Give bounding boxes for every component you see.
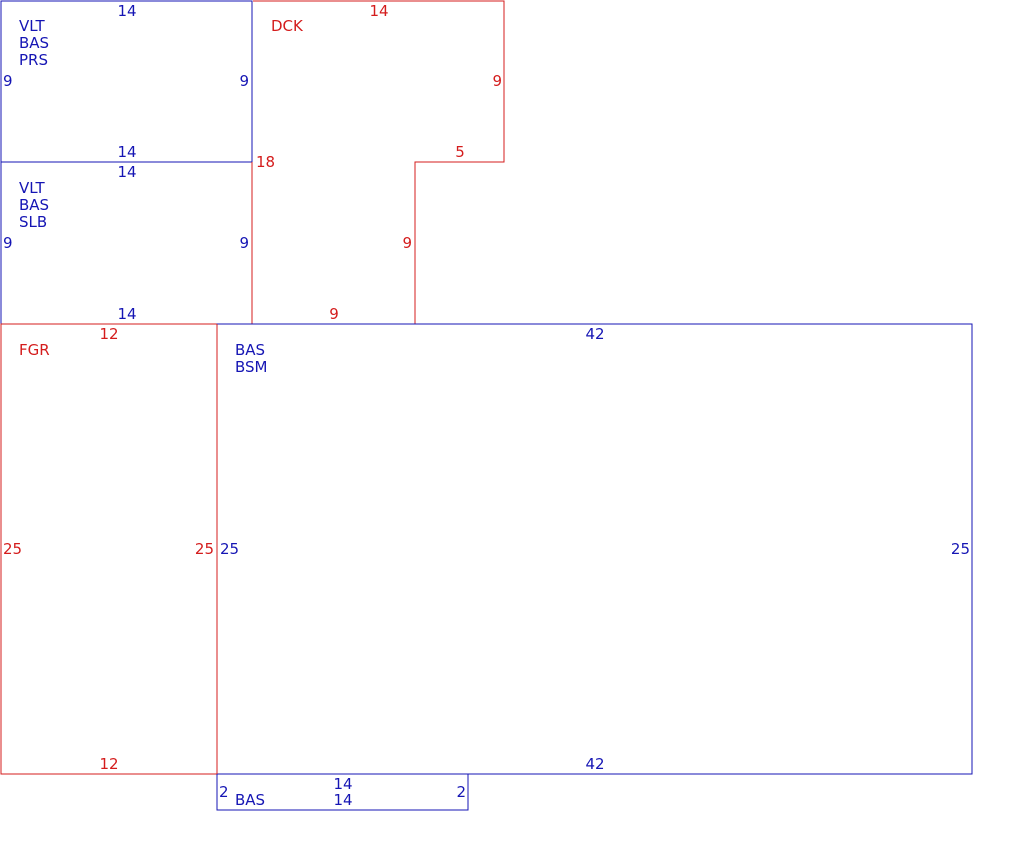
dimension-right: 2 bbox=[456, 783, 466, 801]
area-label: BAS bbox=[235, 341, 265, 359]
area-dck: DCK 14 9 5 9 9 18 bbox=[253, 0, 505, 325]
area-vlt-bas-slb: VLT BAS SLB 14 14 9 9 bbox=[0, 161, 253, 325]
dimension-right: 9 bbox=[239, 234, 249, 252]
dimension-right: 25 bbox=[195, 540, 214, 558]
dimension-bottom: 14 bbox=[117, 143, 136, 161]
area-fgr-outline bbox=[0, 323, 218, 775]
dimension-bottom: 9 bbox=[329, 305, 339, 323]
area-fgr: FGR 12 12 25 25 bbox=[0, 323, 218, 775]
dimension-top: 14 bbox=[117, 163, 136, 181]
dimension-left: 25 bbox=[3, 540, 22, 558]
area-label: BAS bbox=[235, 791, 265, 809]
dimension-top: 14 bbox=[369, 2, 388, 20]
area-label: VLT bbox=[19, 17, 46, 35]
area-label: SLB bbox=[19, 213, 47, 231]
dimension-bottom: 14 bbox=[333, 791, 352, 809]
area-label: BSM bbox=[235, 358, 268, 376]
dimension-bottom: 14 bbox=[117, 305, 136, 323]
area-label: BAS bbox=[19, 34, 49, 52]
area-label: DCK bbox=[271, 17, 304, 35]
dimension-right: 9 bbox=[492, 72, 502, 90]
dimension-bottom: 42 bbox=[585, 755, 604, 773]
area-bas-small-outline bbox=[216, 773, 469, 811]
dimension-left: 9 bbox=[3, 72, 13, 90]
area-bas-bsm: BAS BSM 42 42 25 25 bbox=[216, 323, 973, 775]
dimension-left: 2 bbox=[219, 783, 229, 801]
area-label: BAS bbox=[19, 196, 49, 214]
dimension-top: 12 bbox=[99, 325, 118, 343]
area-label: VLT bbox=[19, 179, 46, 197]
dimension-left: 25 bbox=[220, 540, 239, 558]
area-bas-bsm-outline bbox=[216, 323, 973, 775]
dimension-right: 25 bbox=[951, 540, 970, 558]
dimension-inner: 9 bbox=[402, 234, 412, 252]
dimension-step: 5 bbox=[455, 143, 465, 161]
area-label: PRS bbox=[19, 51, 48, 69]
dimension-right: 9 bbox=[239, 72, 249, 90]
area-bas-small: BAS 14 14 2 2 bbox=[216, 773, 469, 811]
area-dck-outline bbox=[253, 0, 505, 325]
dimension-top: 14 bbox=[333, 775, 352, 793]
dimension-top: 42 bbox=[585, 325, 604, 343]
area-label: FGR bbox=[19, 341, 50, 359]
dimension-left: 18 bbox=[256, 153, 275, 171]
dimension-bottom: 12 bbox=[99, 755, 118, 773]
dimension-top: 14 bbox=[117, 2, 136, 20]
dimension-left: 9 bbox=[3, 234, 13, 252]
area-vlt-bas-prs: VLT BAS PRS 14 14 9 9 bbox=[0, 0, 253, 163]
